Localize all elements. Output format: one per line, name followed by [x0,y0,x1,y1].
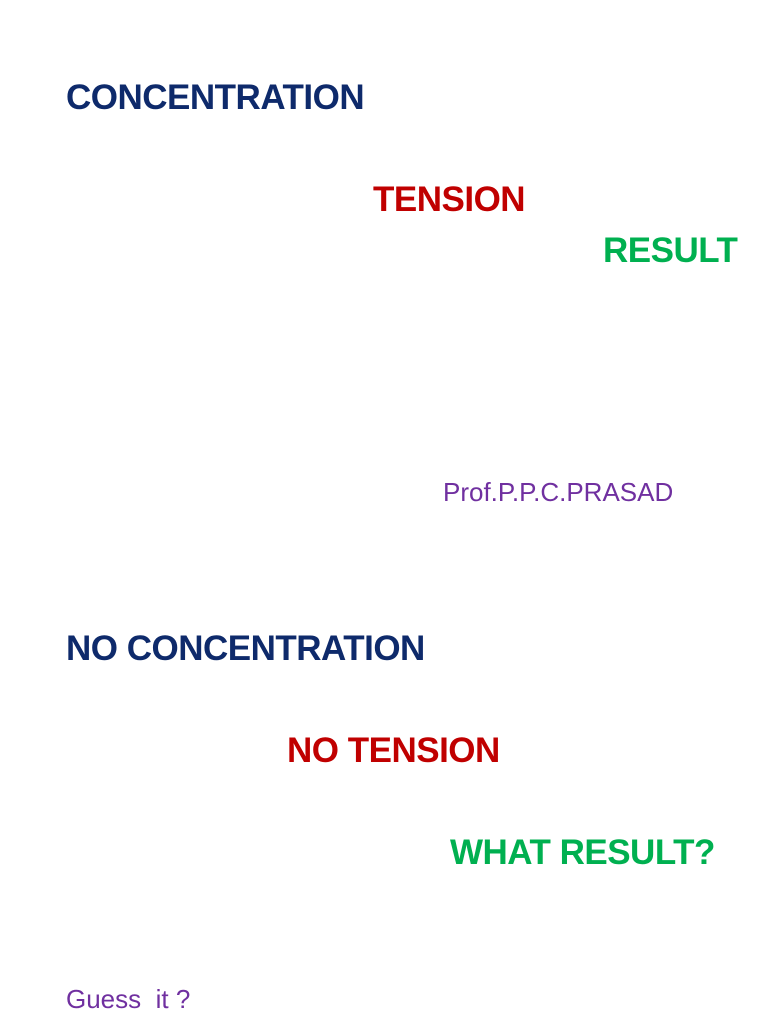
footer-question: Guess it ? [66,984,191,1014]
heading-no-tension: NO TENSION [287,731,500,770]
heading-tension: TENSION [373,180,526,219]
heading-no-concentration: NO CONCENTRATION [66,629,425,668]
heading-result: RESULT [603,231,738,270]
heading-concentration: CONCENTRATION [66,78,365,117]
author-credit: Prof.P.P.C.PRASAD [443,477,674,507]
heading-what-result: WHAT RESULT? [450,833,715,872]
